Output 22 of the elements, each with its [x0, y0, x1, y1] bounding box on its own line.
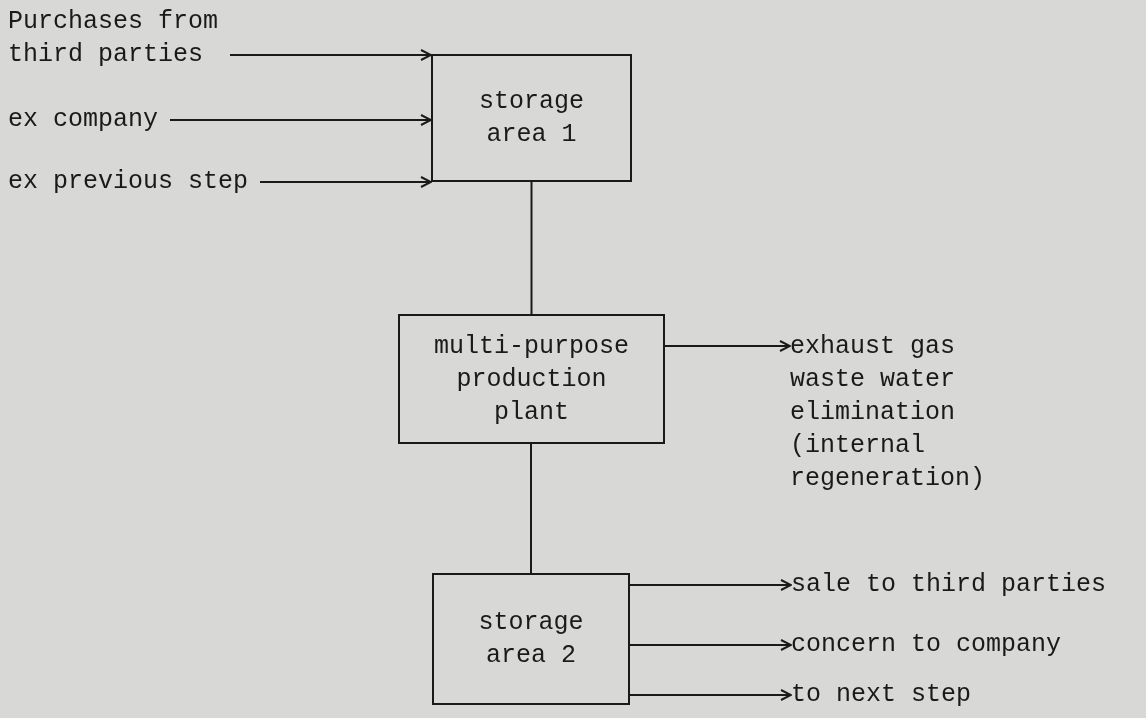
connector-line [530, 181, 533, 315]
arrow [169, 114, 432, 126]
arrow [664, 340, 791, 352]
flow-label: ex previous step [8, 166, 249, 198]
box-label: storage area 2 [477, 607, 585, 672]
arrow [259, 176, 432, 188]
arrow [229, 49, 432, 61]
flow-label: ex company [8, 104, 159, 136]
box-label: storage area 1 [478, 86, 585, 151]
process-box [432, 573, 630, 705]
arrow [629, 579, 792, 591]
flow-label: sale to third parties [791, 569, 1107, 601]
flow-label: exhaust gas waste water elimination (internal regeneration) [790, 331, 987, 495]
box-label: multi-purpose production plant [432, 330, 630, 429]
flow-label: Purchases from third parties [8, 6, 220, 71]
arrow [629, 639, 792, 651]
process-box [398, 314, 665, 444]
flow-label: concern to company [791, 629, 1062, 661]
arrow [629, 689, 792, 701]
connector-line [530, 443, 532, 574]
process-box [431, 54, 632, 182]
flow-label: to next step [791, 679, 972, 711]
